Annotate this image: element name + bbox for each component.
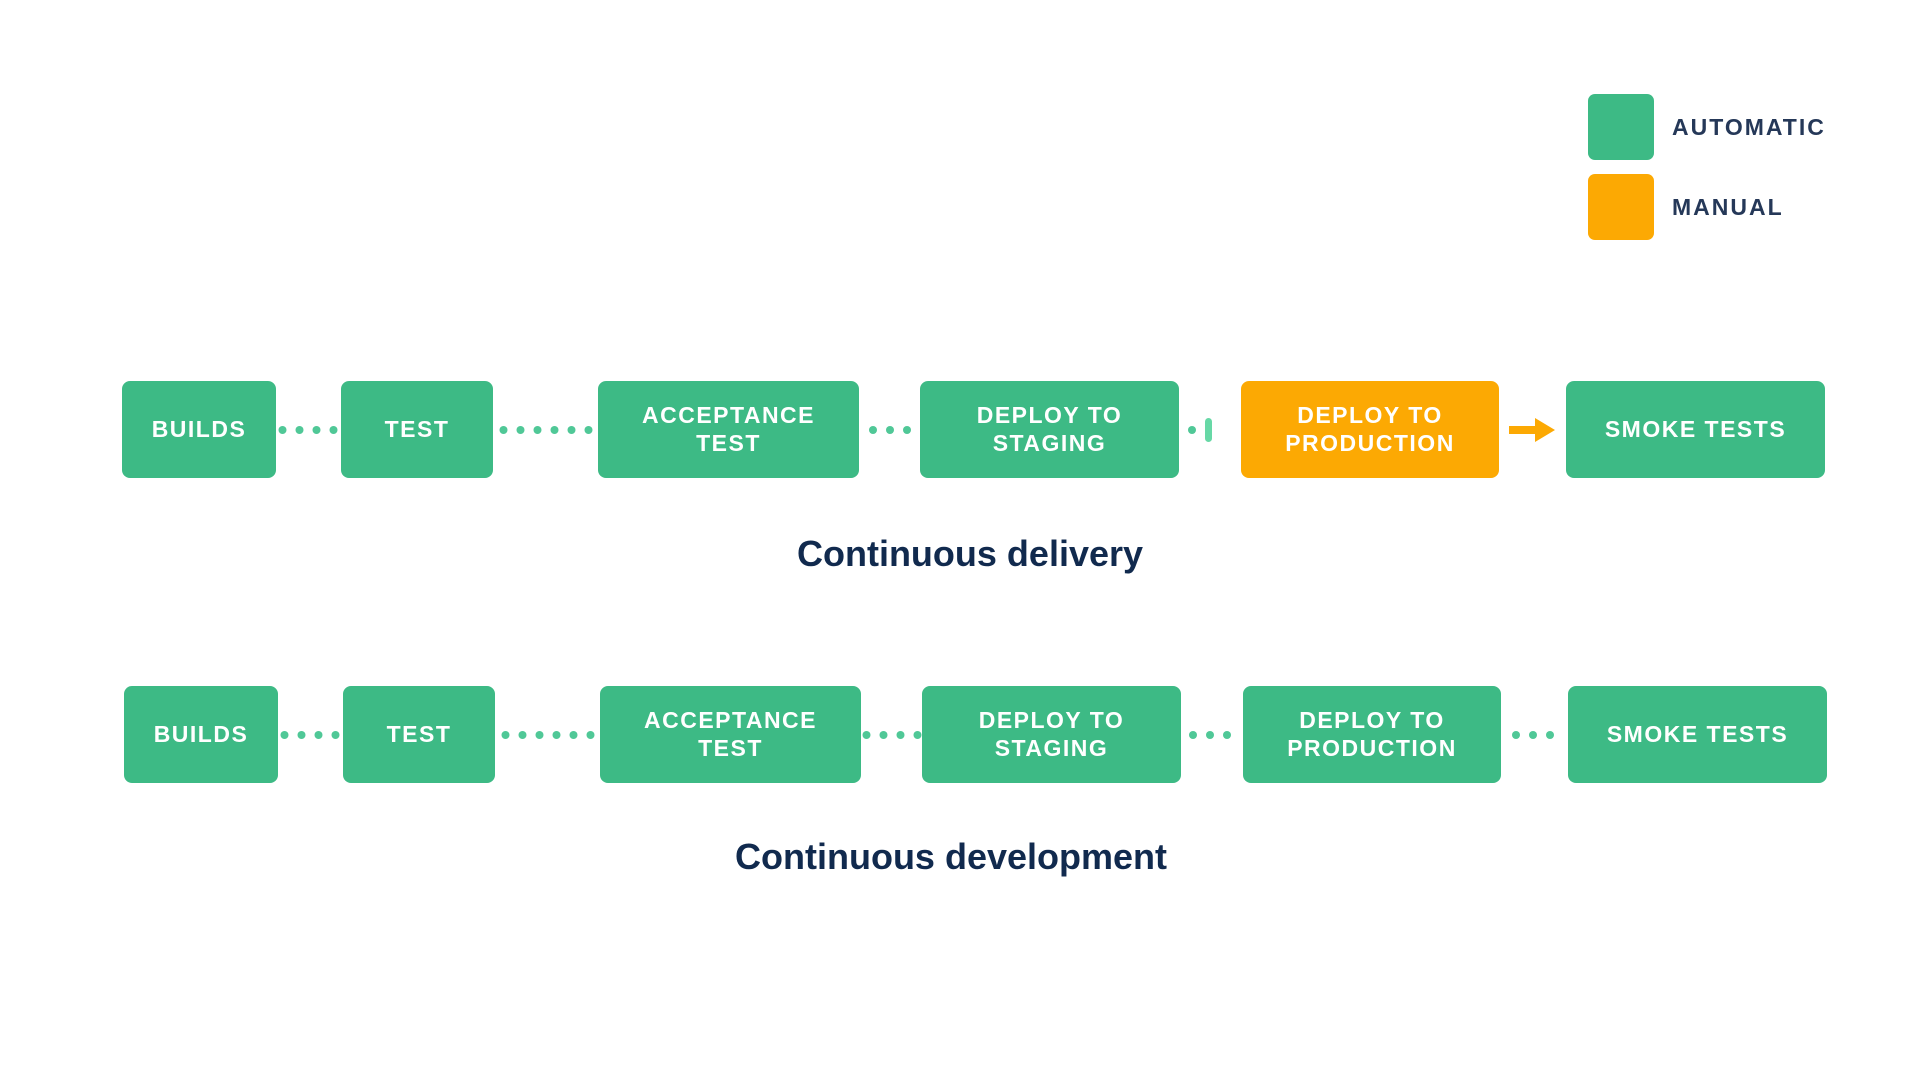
pipeline-step-builds: BUILDS bbox=[124, 686, 278, 783]
pipeline-step-deploy-to-production: DEPLOY TO PRODUCTION bbox=[1243, 686, 1501, 783]
pipeline-step-test: TEST bbox=[343, 686, 495, 783]
dotted-connector bbox=[1189, 731, 1231, 739]
step-label: DEPLOY TO STAGING bbox=[976, 402, 1123, 456]
step-label: DEPLOY TO PRODUCTION bbox=[1287, 707, 1457, 761]
pipeline-step-deploy-to-staging: DEPLOY TO STAGING bbox=[922, 686, 1181, 783]
step-label: TEST bbox=[384, 415, 450, 442]
pipeline-step-acceptance-test: ACCEPTANCE TEST bbox=[600, 686, 861, 783]
pipeline-step-acceptance-test: ACCEPTANCE TEST bbox=[598, 381, 859, 478]
step-label: SMOKE TESTS bbox=[1606, 720, 1789, 747]
legend-swatch-manual bbox=[1588, 174, 1654, 240]
step-label: SMOKE TESTS bbox=[1604, 415, 1787, 442]
step-label: ACCEPTANCE TEST bbox=[643, 707, 818, 761]
step-label: DEPLOY TO STAGING bbox=[978, 707, 1125, 761]
dotted-connector bbox=[280, 731, 340, 739]
manual-arrow-icon bbox=[1508, 415, 1556, 445]
pipeline-caption-continuous-delivery: Continuous delivery bbox=[796, 533, 1144, 574]
step-label: DEPLOY TO PRODUCTION bbox=[1285, 402, 1455, 456]
pipeline-step-test: TEST bbox=[341, 381, 493, 478]
legend-swatch-automatic bbox=[1588, 94, 1654, 160]
pipeline-step-deploy-to-staging: DEPLOY TO STAGING bbox=[920, 381, 1179, 478]
step-label: ACCEPTANCE TEST bbox=[641, 402, 816, 456]
pipeline-step-deploy-to-production: DEPLOY TO PRODUCTION bbox=[1241, 381, 1499, 478]
step-label: BUILDS bbox=[151, 415, 247, 442]
dotted-connector bbox=[869, 426, 911, 434]
pipeline-caption-continuous-development: Continuous development bbox=[735, 836, 1167, 877]
pipeline-step-builds: BUILDS bbox=[122, 381, 276, 478]
pipeline-step-smoke-tests: SMOKE TESTS bbox=[1568, 686, 1827, 783]
dotted-connector bbox=[862, 731, 922, 739]
pipeline-step-smoke-tests: SMOKE TESTS bbox=[1566, 381, 1825, 478]
manual-gate-tick-icon bbox=[1205, 418, 1212, 442]
dotted-connector bbox=[1512, 731, 1554, 739]
legend-label-automatic: AUTOMATIC bbox=[1672, 113, 1826, 140]
step-label: TEST bbox=[386, 720, 452, 747]
dotted-connector bbox=[501, 731, 595, 739]
dotted-connector bbox=[499, 426, 593, 434]
step-label: BUILDS bbox=[153, 720, 249, 747]
dotted-connector bbox=[278, 426, 338, 434]
manual-gate-connector bbox=[1188, 418, 1212, 442]
legend-label-manual: MANUAL bbox=[1672, 193, 1784, 220]
